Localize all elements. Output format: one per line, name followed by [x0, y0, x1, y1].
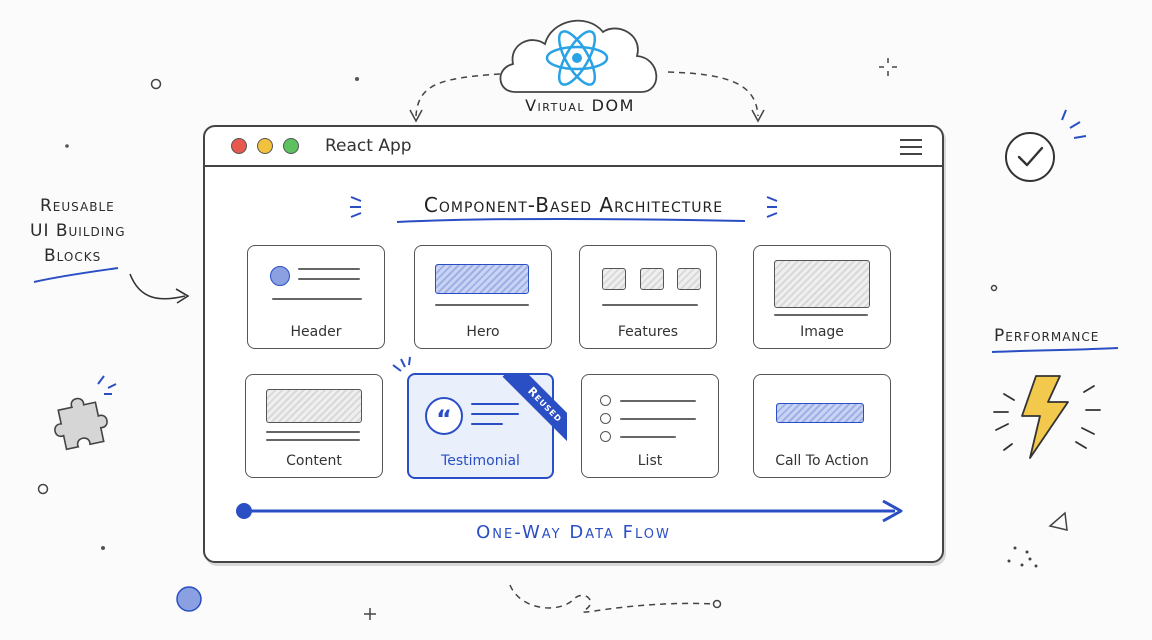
component-card-hero[interactable]: Hero: [414, 245, 552, 349]
reusable-note: Reusable UI Building Blocks: [30, 194, 126, 269]
component-card-call-to-action[interactable]: Call To Action: [753, 374, 891, 478]
component-card-content[interactable]: Content: [245, 374, 383, 478]
component-card-features[interactable]: Features: [579, 245, 717, 349]
data-flow-label: One-Way Data Flow: [476, 522, 671, 543]
reusable-note-line: Reusable: [40, 196, 115, 216]
maximize-dot-icon[interactable]: [283, 138, 299, 154]
component-label: Features: [617, 324, 679, 340]
app-title: React App: [325, 136, 412, 156]
browser-window: React App Component-Based Architecture H…: [203, 125, 944, 563]
reusable-note-line: Blocks: [44, 246, 102, 266]
sparkle-marks: [392, 356, 411, 372]
puzzle-icon: [54, 397, 108, 451]
component-label: Hero: [466, 324, 500, 340]
quote-icon: “: [425, 397, 463, 435]
component-card-header[interactable]: Header: [247, 245, 385, 349]
performance-note: Performance: [994, 326, 1100, 346]
virtual-dom-label: Virtual DOM: [525, 96, 635, 115]
component-label: Call To Action: [775, 453, 869, 469]
react-logo-icon: [545, 30, 609, 86]
component-label: Header: [290, 324, 342, 340]
heading-underline: [350, 196, 778, 223]
component-label: Content: [286, 453, 342, 469]
component-card-list[interactable]: List: [581, 374, 719, 478]
component-label: Image: [800, 324, 844, 340]
reusable-note-line: UI Building: [30, 221, 126, 241]
minimize-dot-icon[interactable]: [257, 138, 273, 154]
lightning-bolt-icon: [1021, 375, 1069, 459]
component-label: Testimonial: [441, 453, 520, 469]
architecture-heading: Component-Based Architecture: [423, 193, 724, 217]
component-card-image[interactable]: Image: [753, 245, 891, 349]
component-label: List: [637, 453, 663, 469]
close-dot-icon[interactable]: [231, 138, 247, 154]
window-titlebar: React App: [205, 127, 942, 167]
check-circle-icon: [1005, 132, 1055, 182]
avatar-circle-icon: [270, 266, 290, 286]
data-flow-arrow: [236, 499, 903, 523]
